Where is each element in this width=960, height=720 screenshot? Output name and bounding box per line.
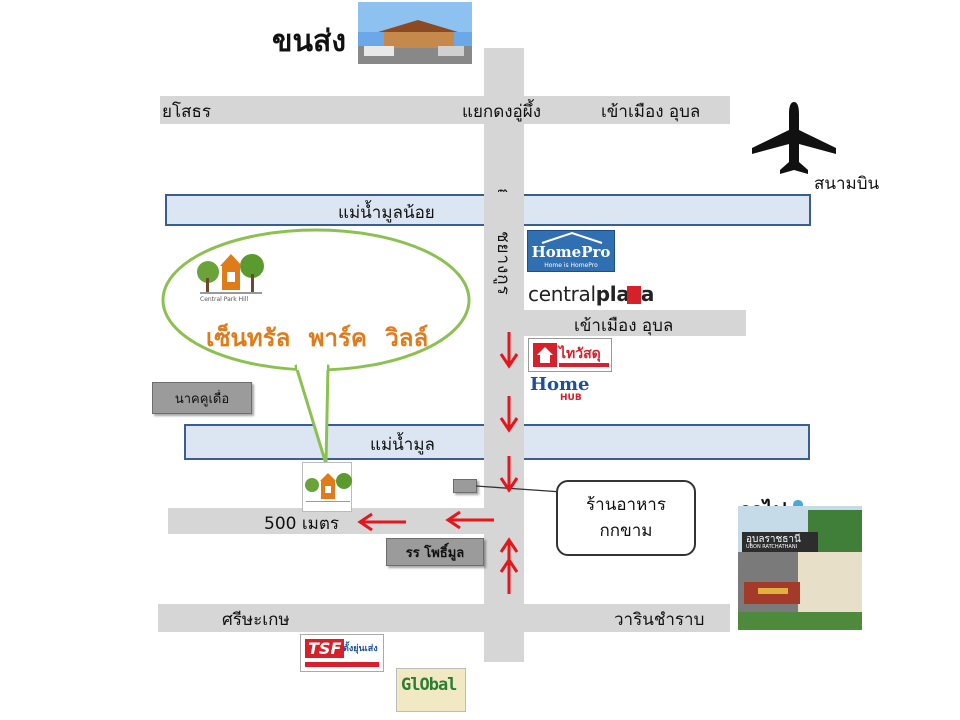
road-over-river-mun-noi	[484, 192, 524, 228]
direction-arrow-down-2	[499, 396, 519, 433]
top-horizontal-road	[160, 96, 730, 124]
road-over-river-mun	[484, 422, 524, 462]
train-station-sign: อุบลราชธานี	[746, 534, 801, 545]
central-plaza-z-mark	[627, 286, 641, 304]
tsf-mark: TSF	[305, 639, 345, 658]
homehub-hub: HUB	[560, 393, 582, 403]
project-name: เซ็นทรัล พาร์ค วิลล์	[206, 324, 429, 352]
project-location-logo-icon	[305, 473, 352, 502]
homehub-home: Home	[530, 374, 590, 395]
thaiwatsadu-name: ไทวัสดุ	[559, 346, 601, 362]
road-label-yasothon: ยโสธร	[162, 102, 211, 122]
tsf-bar	[305, 662, 379, 667]
central-plaza-part2: pla	[595, 282, 630, 306]
direction-arrow-left-2	[357, 512, 406, 532]
road-label-to-ubon-top: เข้าเมือง อุบล	[601, 102, 701, 122]
homepro-tagline: Home is HomePro	[544, 262, 598, 269]
river-label-mun: แม่น้ำมูล	[370, 435, 435, 455]
restaurant-name-line1: ร้านอาหาร	[586, 495, 666, 515]
direction-arrow-up-2	[499, 557, 519, 594]
airplane-icon	[752, 102, 836, 174]
global-house-logo: GlObal	[396, 668, 466, 712]
bus-terminal-photo	[358, 2, 472, 64]
homepro-logo: HomePro Home is HomePro	[527, 230, 615, 272]
bus-terminal-label: ขนส่ง	[272, 24, 346, 59]
road-label-sisaket: ศรีษะเกษ	[222, 610, 290, 630]
direction-arrow-down-1	[499, 332, 519, 369]
road-label-warin: วารินชำราบ	[614, 610, 705, 630]
road-label-to-ubon-mid: เข้าเมือง อุบล	[574, 316, 674, 336]
direction-arrow-left-1	[445, 510, 494, 530]
road-label-yaek-dong-u-phueng: แยกดงอู่ผึ้ง	[462, 102, 542, 122]
bottom-horizontal-road	[158, 604, 730, 632]
mid-right-road	[524, 310, 746, 336]
tsf-name: ตั้งยุ่นเส่ง	[343, 644, 378, 654]
distance-road	[168, 508, 484, 534]
train-station-sign-en: UBON RATCHATHANI	[746, 544, 798, 550]
thaiwatsadu-bar	[559, 363, 609, 367]
restaurant-name-line2: กกขาม	[599, 521, 653, 541]
tsf-logo: TSF ตั้งยุ่นเส่ง	[300, 634, 384, 672]
thaiwatsadu-house-icon	[533, 343, 557, 367]
global-house-name: GlObal	[401, 675, 457, 695]
restaurant-callout: ร้านอาหาร กกขาม	[556, 480, 696, 556]
train-station-photo	[738, 506, 862, 630]
project-location-marker	[302, 462, 352, 512]
bubble-logo-text: Central Park Hill	[200, 296, 249, 303]
homepro-roof-icon	[541, 231, 603, 244]
homehub-logo: Home HUB	[530, 374, 600, 408]
road-label-distance: 500 เมตร	[264, 514, 340, 534]
airport-label: สนามบิน	[814, 174, 880, 194]
landmark-nakhuduea: นาคคูเดื่อ	[152, 382, 252, 414]
central-plaza-part1: central	[528, 282, 596, 306]
direction-arrow-down-3	[499, 456, 519, 493]
river-label-mun-noi: แม่น้ำมูลน้อย	[338, 203, 435, 223]
homepro-name: HomePro	[531, 243, 611, 261]
central-park-hill-logo-icon	[197, 254, 264, 294]
landmark-pho-mun-school: รร โพธิ์มูล	[386, 538, 484, 566]
thaiwatsadu-logo: ไทวัสดุ	[528, 338, 612, 372]
